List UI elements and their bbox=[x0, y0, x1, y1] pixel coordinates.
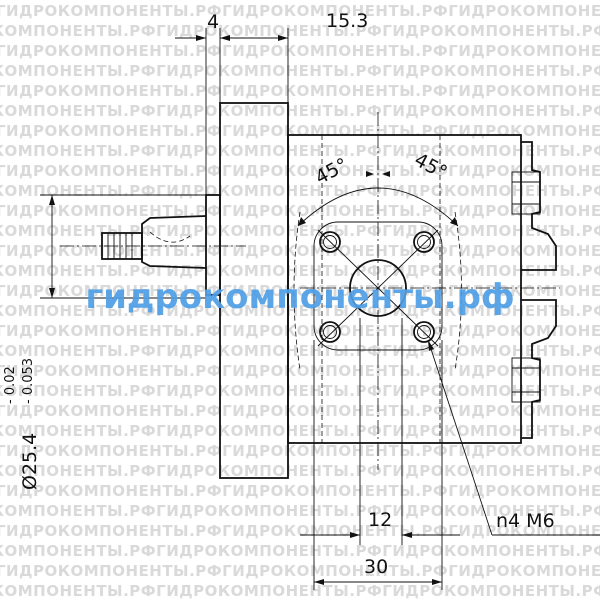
shaft-key bbox=[149, 231, 191, 243]
watermark-row: ГИДРОКОМПОНЕНТЫ.РФГИДРОКОМПОНЕНТЫ.РФГИДР… bbox=[0, 82, 600, 100]
dim-shaft-diameter-group: Ø25.4 - 0.02 - 0.053 bbox=[3, 358, 41, 490]
watermark-row: ГИДРОКОМПОНЕНТЫ.РФГИДРОКОМПОНЕНТЫ.РФГИДР… bbox=[0, 42, 600, 60]
watermark-row: ГИДРОКОМПОНЕНТЫ.РФГИДРОКОМПОНЕНТЫ.РФГИДР… bbox=[0, 2, 600, 20]
watermark-row: ГИДРОКОМПОНЕНТЫ.РФГИДРОКОМПОНЕНТЫ.РФГИДР… bbox=[0, 322, 600, 340]
port-fitting-top bbox=[511, 171, 541, 215]
watermark-row: ГИДРОКОМПОНЕНТЫ.РФГИДРОКОМПОНЕНТЫ.РФГИДР… bbox=[0, 382, 600, 400]
dim-top-large: 15.3 bbox=[326, 10, 368, 32]
shaft-thread-tip bbox=[101, 232, 143, 260]
watermark-row: ГИДРОКОМПОНЕНТЫ.РФГИДРОКОМПОНЕНТЫ.РФГИДР… bbox=[0, 542, 600, 560]
watermark-row: ГИДРОКОМПОНЕНТЫ.РФГИДРОКОМПОНЕНТЫ.РФГИДР… bbox=[0, 482, 600, 500]
watermark-row: ГИДРОКОМПОНЕНТЫ.РФГИДРОКОМПОНЕНТЫ.РФГИДР… bbox=[0, 362, 600, 380]
watermark-row: ГИДРОКОМПОНЕНТЫ.РФГИДРОКОМПОНЕНТЫ.РФГИДР… bbox=[0, 62, 600, 80]
watermark-row: ГИДРОКОМПОНЕНТЫ.РФГИДРОКОМПОНЕНТЫ.РФГИДР… bbox=[0, 242, 600, 260]
dim-thread-callout: n4 M6 bbox=[496, 510, 555, 532]
watermark-row: ГИДРОКОМПОНЕНТЫ.РФГИДРОКОМПОНЕНТЫ.РФГИДР… bbox=[0, 342, 600, 360]
port-fitting-bottom bbox=[511, 357, 541, 403]
bolt-hole bbox=[413, 231, 435, 253]
watermark-row: ГИДРОКОМПОНЕНТЫ.РФГИДРОКОМПОНЕНТЫ.РФГИДР… bbox=[0, 222, 600, 240]
bolt-hole bbox=[319, 231, 341, 253]
watermark-row: ГИДРОКОМПОНЕНТЫ.РФГИДРОКОМПОНЕНТЫ.РФГИДР… bbox=[0, 202, 600, 220]
hidden-bore-right bbox=[454, 211, 462, 371]
watermark-row: ГИДРОКОМПОНЕНТЫ.РФГИДРОКОМПОНЕНТЫ.РФГИДР… bbox=[0, 182, 600, 200]
watermark-row: ГИДРОКОМПОНЕНТЫ.РФГИДРОКОМПОНЕНТЫ.РФГИДР… bbox=[0, 462, 600, 480]
watermark-row: ГИДРОКОМПОНЕНТЫ.РФГИДРОКОМПОНЕНТЫ.РФГИДР… bbox=[0, 562, 600, 580]
watermark-row: ГИДРОКОМПОНЕНТЫ.РФГИДРОКОМПОНЕНТЫ.РФГИДР… bbox=[0, 502, 600, 520]
watermark-row: ГИДРОКОМПОНЕНТЫ.РФГИДРОКОМПОНЕНТЫ.РФГИДР… bbox=[0, 302, 600, 320]
watermark-row: ГИДРОКОМПОНЕНТЫ.РФГИДРОКОМПОНЕНТЫ.РФГИДР… bbox=[0, 522, 600, 540]
watermark-row: ГИДРОКОМПОНЕНТЫ.РФГИДРОКОМПОНЕНТЫ.РФГИДР… bbox=[0, 122, 600, 140]
hidden-bore-left bbox=[293, 211, 301, 371]
dim-tolerance-upper: - 0.02 bbox=[3, 366, 18, 404]
dim-bottom-inner: 12 bbox=[368, 509, 392, 531]
dimension-lines bbox=[40, 28, 600, 590]
watermark-overlay: гидрокомпоненты.рф bbox=[85, 277, 514, 317]
watermark-row: ГИДРОКОМПОНЕНТЫ.РФГИДРОКОМПОНЕНТЫ.РФГИДР… bbox=[0, 582, 600, 600]
pump-body bbox=[101, 102, 557, 479]
watermark-row: ГИДРОКОМПОНЕНТЫ.РФГИДРОКОМПОНЕНТЫ.РФГИДР… bbox=[0, 402, 600, 420]
bolt-hole bbox=[319, 321, 341, 343]
dim-bottom-outer: 30 bbox=[364, 556, 388, 578]
dim-shaft-diameter: Ø25.4 bbox=[19, 433, 41, 490]
watermark-row: ГИДРОКОМПОНЕНТЫ.РФГИДРОКОМПОНЕНТЫ.РФГИДР… bbox=[0, 162, 600, 180]
watermark-row: ГИДРОКОМПОНЕНТЫ.РФГИДРОКОМПОНЕНТЫ.РФГИДР… bbox=[0, 142, 600, 160]
dim-tolerance-lower: - 0.053 bbox=[21, 358, 36, 404]
watermark-row: ГИДРОКОМПОНЕНТЫ.РФГИДРОКОМПОНЕНТЫ.РФГИДР… bbox=[0, 282, 600, 300]
bolt-hole bbox=[413, 321, 435, 343]
center-lines bbox=[60, 112, 560, 470]
dim-top-small: 4 bbox=[207, 11, 219, 33]
watermark-row: ГИДРОКОМПОНЕНТЫ.РФГИДРОКОМПОНЕНТЫ.РФГИДР… bbox=[0, 422, 600, 440]
watermark-row: ГИДРОКОМПОНЕНТЫ.РФГИДРОКОМПОНЕНТЫ.РФГИДР… bbox=[0, 22, 600, 40]
watermark-row: ГИДРОКОМПОНЕНТЫ.РФГИДРОКОМПОНЕНТЫ.РФГИДР… bbox=[0, 442, 600, 460]
watermark-row: ГИДРОКОМПОНЕНТЫ.РФГИДРОКОМПОНЕНТЫ.РФГИДР… bbox=[0, 102, 600, 120]
body-housing bbox=[287, 134, 522, 444]
pilot-hub bbox=[205, 194, 221, 296]
